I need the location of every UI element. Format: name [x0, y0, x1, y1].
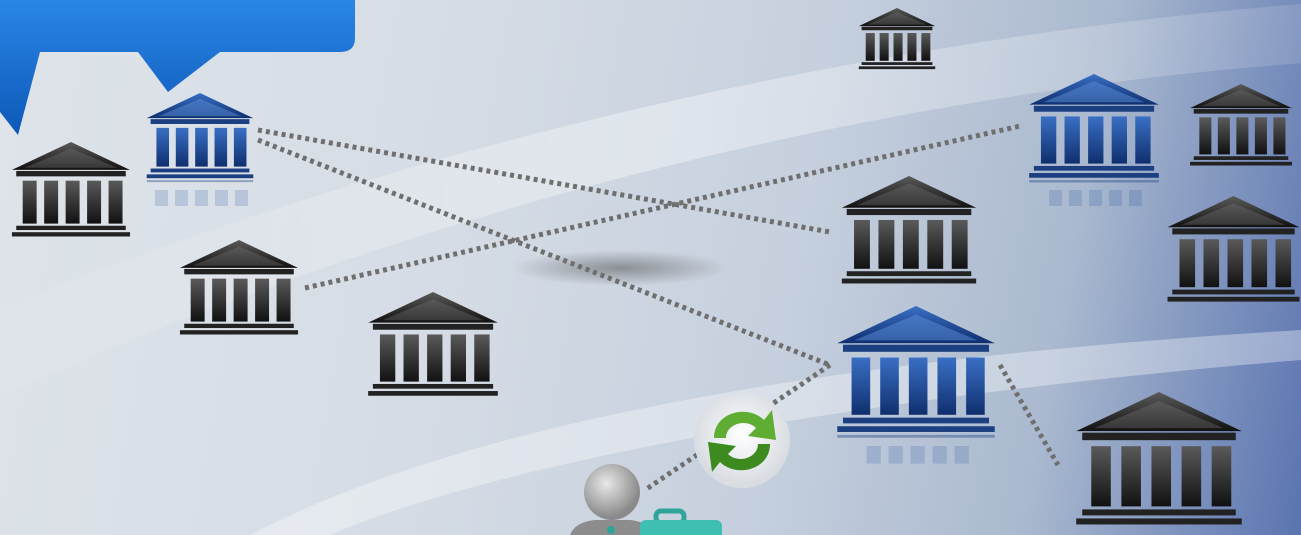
speech-bubble — [0, 0, 355, 135]
bank-building-icon — [837, 306, 995, 464]
connection-line — [304, 123, 1021, 291]
connection-line — [643, 362, 832, 493]
bank-building-icon — [368, 292, 498, 396]
bank-building-icon — [1190, 84, 1292, 166]
background-swoosh — [0, 3, 1301, 397]
bank-building-icon — [841, 176, 977, 284]
shadow-blob — [510, 250, 730, 286]
bank-building-icon — [1076, 392, 1242, 525]
background-swoosh — [250, 330, 1301, 535]
sync-arrows-icon — [694, 392, 790, 488]
connection-line — [257, 127, 831, 235]
briefcase-icon — [640, 508, 722, 535]
bank-building-icon — [858, 8, 936, 70]
bank-building-icon — [1167, 196, 1300, 302]
connection-line — [257, 137, 831, 368]
bank-building-icon — [11, 142, 131, 237]
connection-line — [997, 363, 1061, 467]
bank-building-icon — [146, 93, 254, 206]
bank-building-icon — [1029, 74, 1159, 206]
connection-lines — [257, 123, 1061, 493]
business-user-icon — [570, 464, 655, 535]
